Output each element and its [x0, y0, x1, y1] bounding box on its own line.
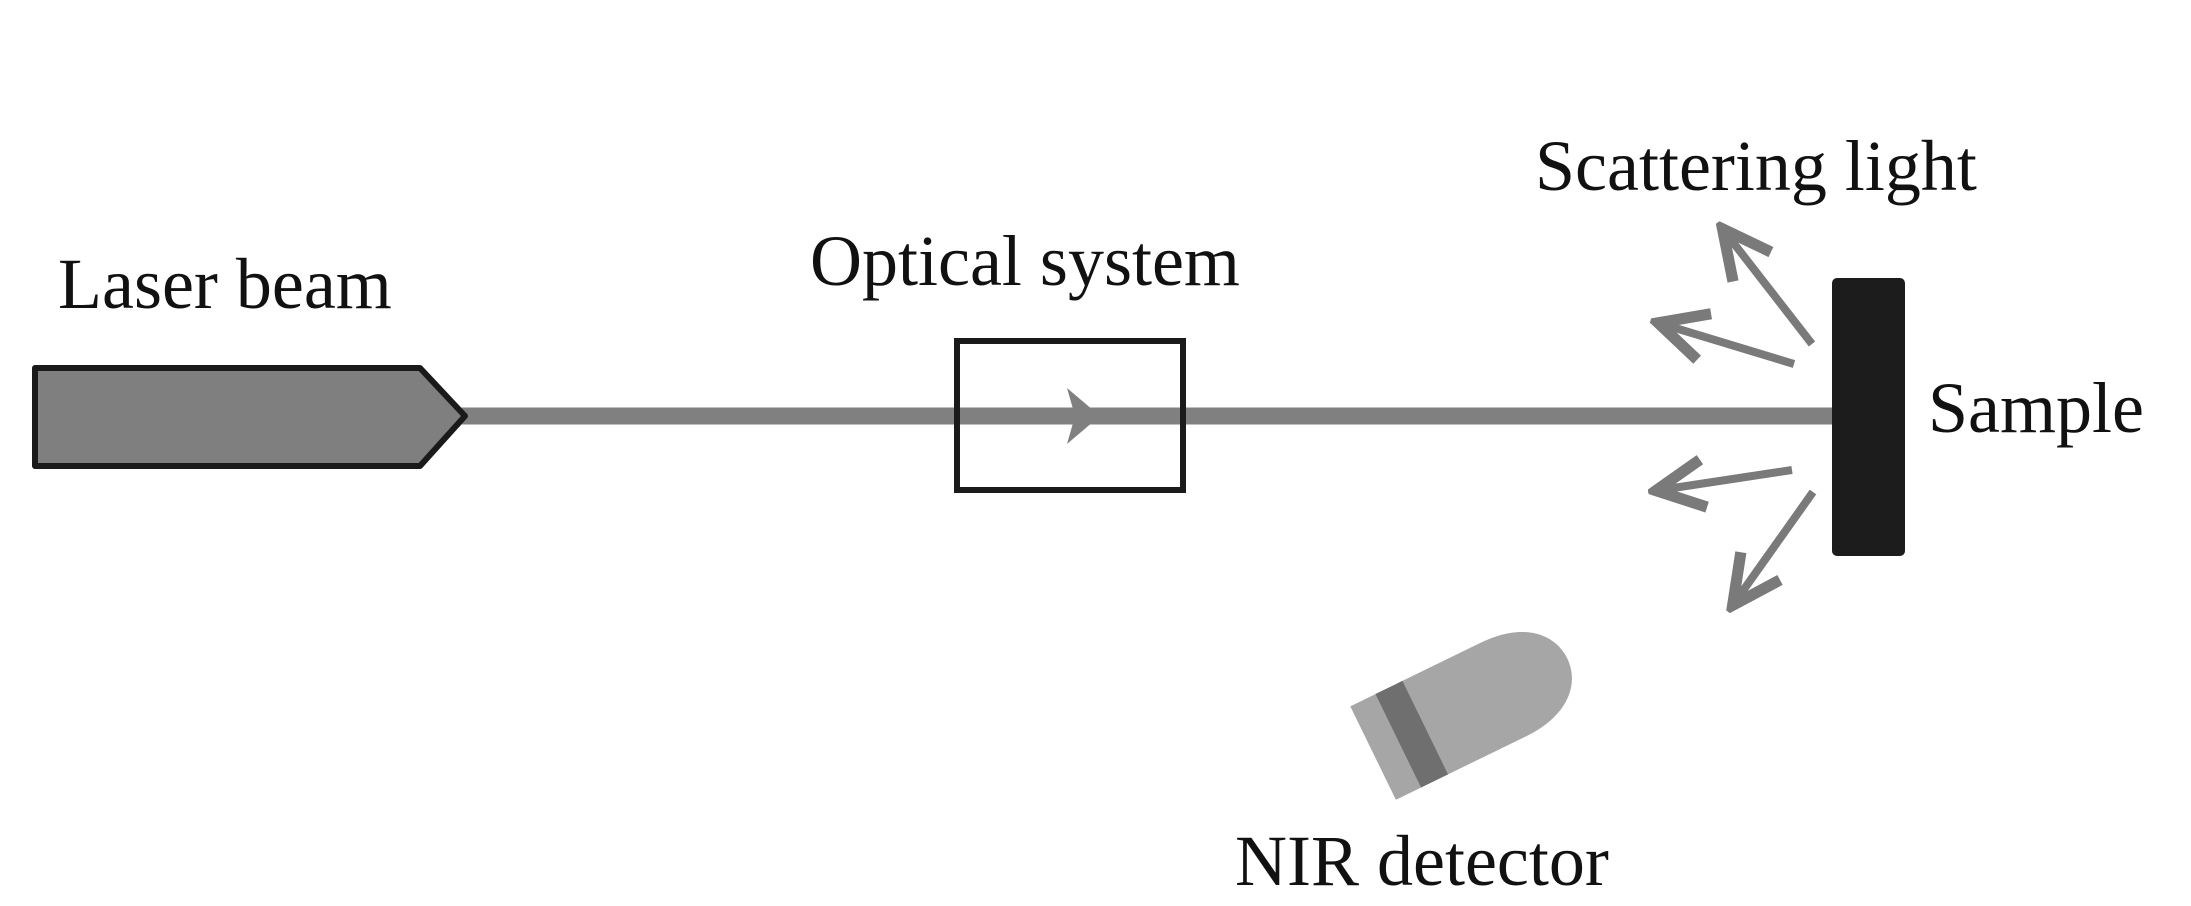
- beam-direction-arrowhead: [1067, 388, 1100, 444]
- laser-source: [32, 365, 468, 469]
- laser-beam-label: Laser beam: [58, 244, 392, 324]
- optical-system-label: Optical system: [810, 221, 1240, 301]
- scatter-arrow-2: [1662, 324, 1796, 368]
- scatter-arrow-4: [1735, 489, 1817, 602]
- scatter-arrow-1: [1725, 232, 1816, 347]
- detector-band: [1375, 680, 1449, 788]
- nir-detector: [1350, 632, 1572, 800]
- scatter-arrow-3: [1660, 470, 1793, 490]
- nir-detector-label: NIR detector: [1235, 821, 1609, 901]
- optical-system-box: [954, 338, 1186, 493]
- sample-plate: [1832, 278, 1905, 556]
- detector-body: [1350, 632, 1572, 800]
- sample-label: Sample: [1928, 368, 2144, 448]
- scattering-light-label: Scattering light: [1535, 126, 1977, 206]
